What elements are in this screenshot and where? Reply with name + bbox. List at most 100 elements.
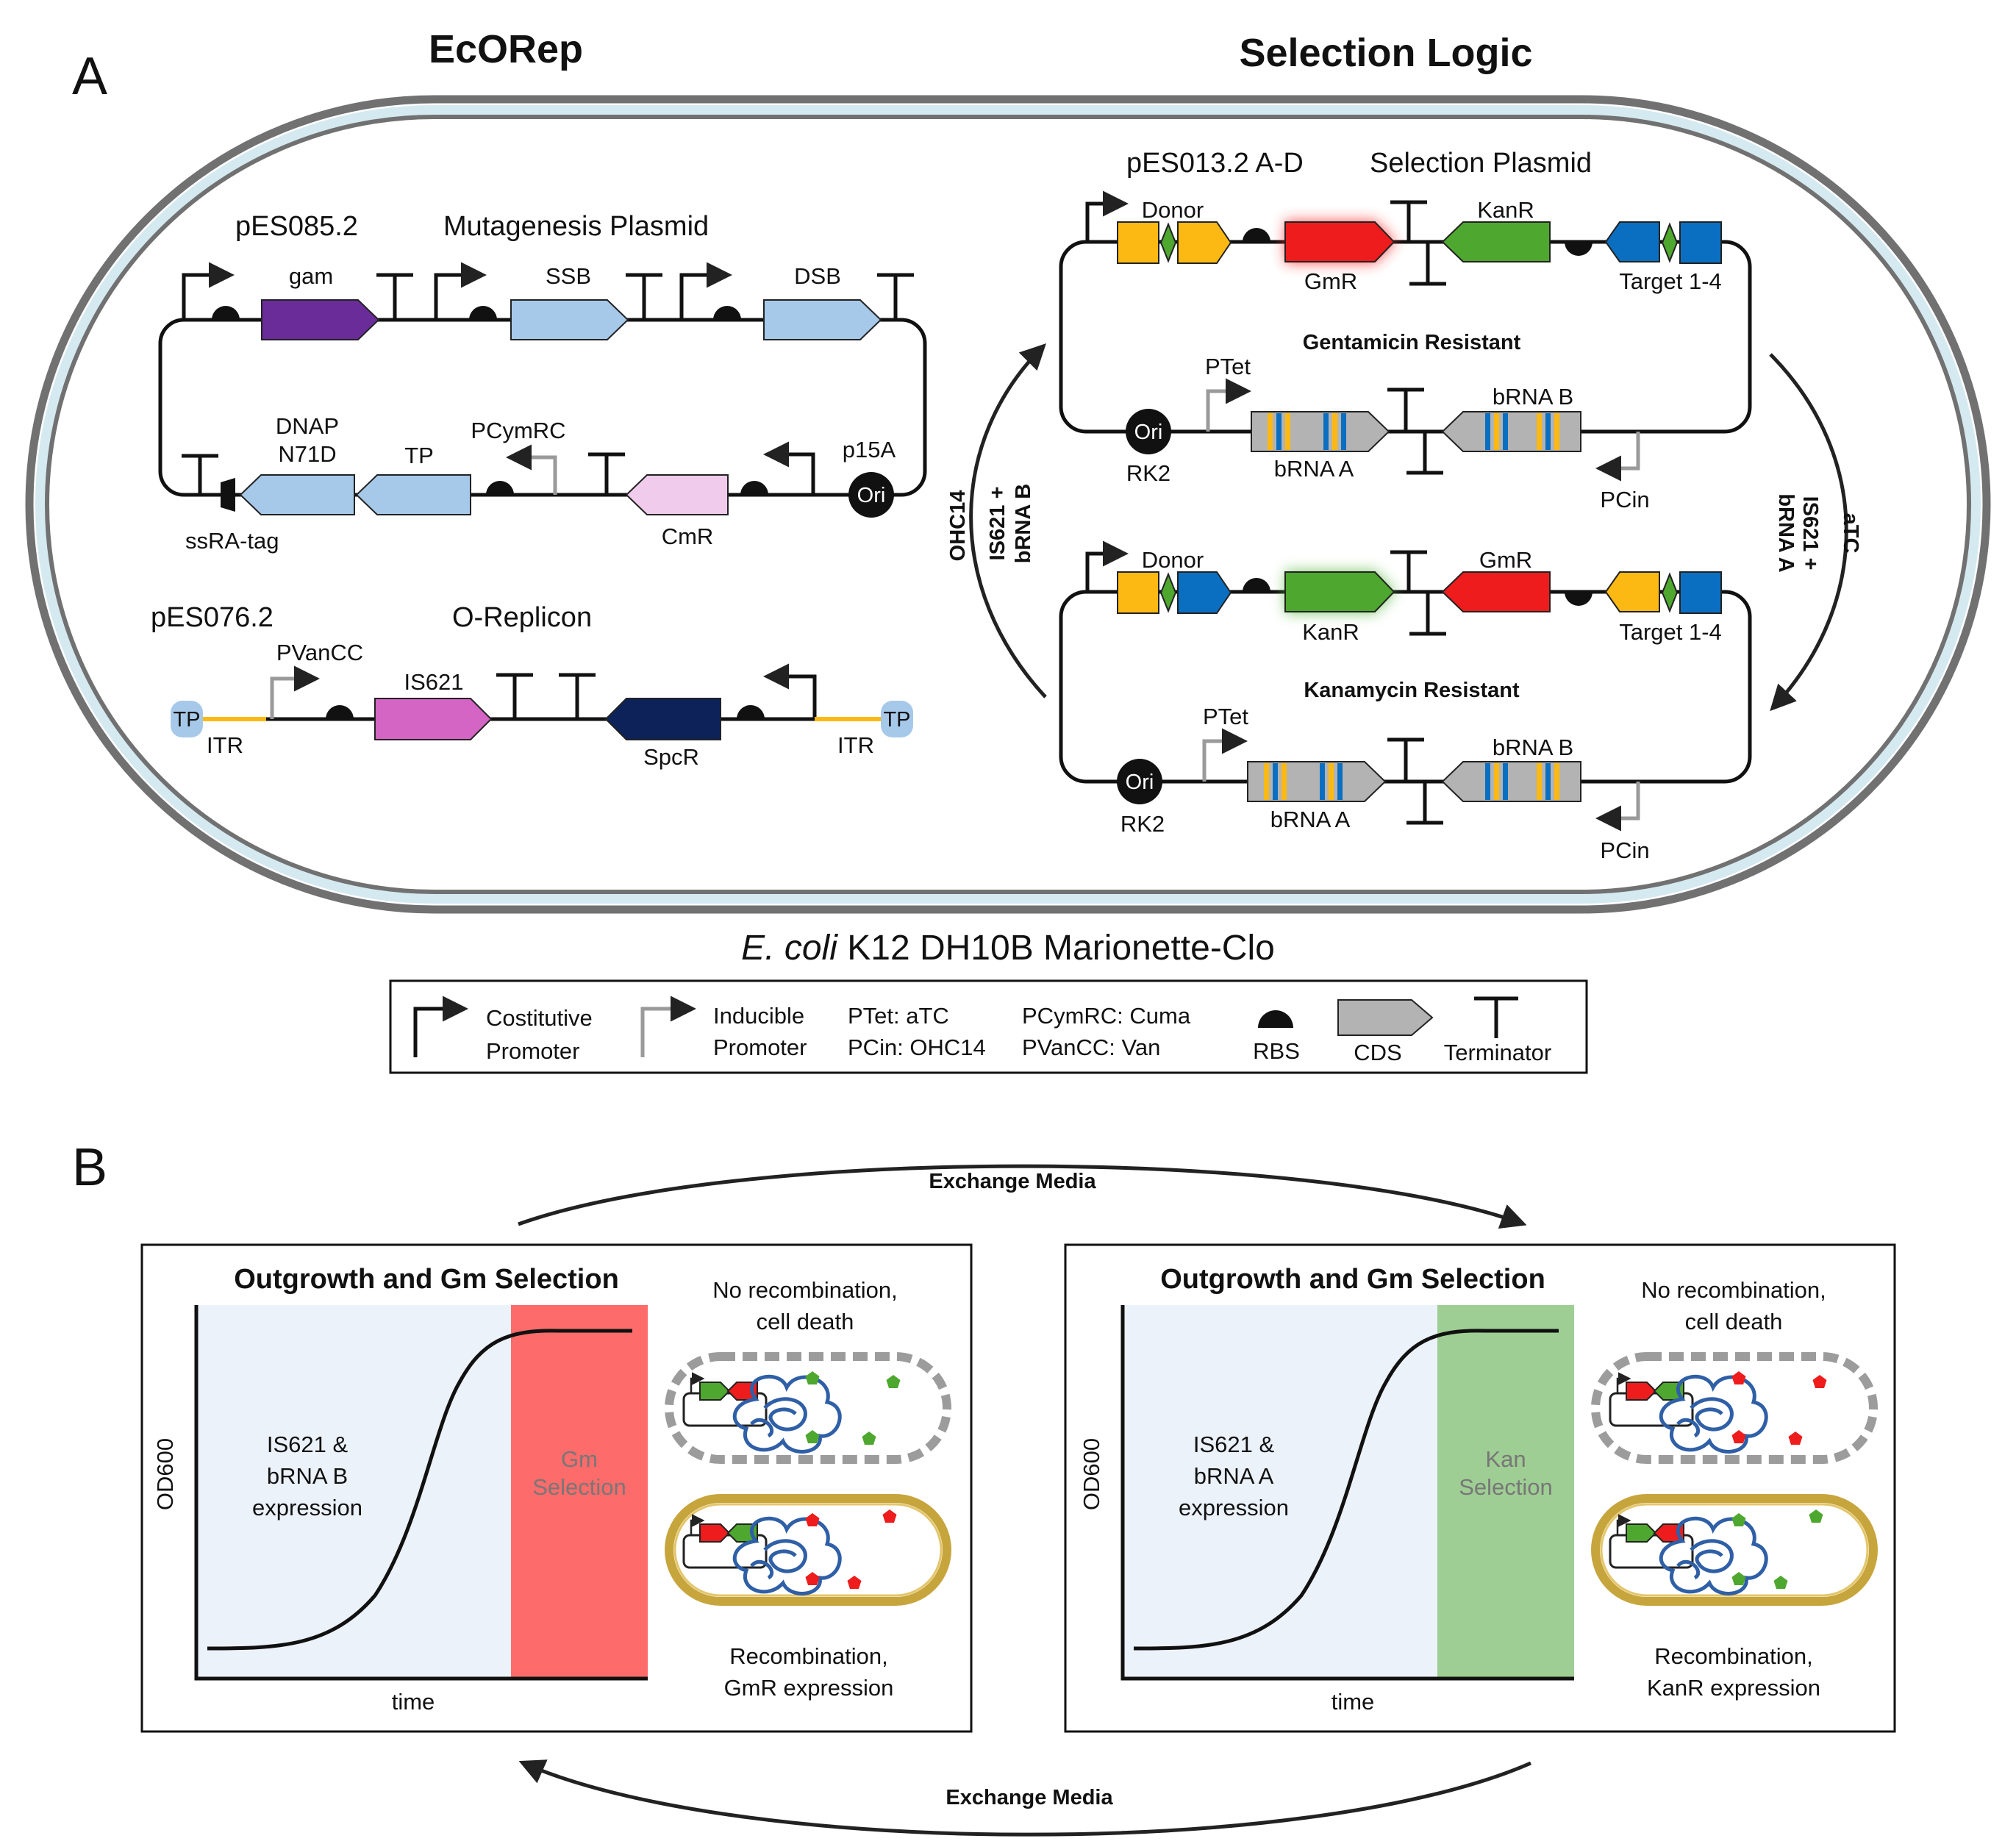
legend-constitutive-2: Promoter (486, 1038, 579, 1064)
cycle-right-3: bRNA A (1774, 493, 1798, 572)
promoter-pvancc (270, 665, 320, 719)
legend-constitutive-1: Costitutive (486, 1005, 593, 1031)
donor-half-bottom-1 (1117, 571, 1159, 614)
att-site-bottom-target (1661, 572, 1679, 613)
legend-inducible-promoter (640, 996, 696, 1057)
terminators-bottom (1390, 550, 1446, 636)
left-axes (194, 1305, 648, 1681)
right-expression-1: IS621 & (1193, 1432, 1275, 1457)
label-pcymrc: PCymRC (471, 418, 565, 443)
panel-label-b: B (72, 1138, 107, 1197)
rbs-dsb (713, 306, 741, 320)
left-ylabel: OD600 (152, 1438, 178, 1510)
brna-b-top (1441, 411, 1581, 452)
label-dnap-2: N71D (278, 441, 336, 467)
status-top: Gentamicin Resistant (1303, 331, 1521, 354)
promoter-bottom-donor (1085, 540, 1129, 592)
label-top-ptet: PTet (1205, 354, 1251, 379)
right-growth-curve (1133, 1329, 1559, 1651)
legend-constitutive-promoter (413, 996, 468, 1057)
label-top-donor: Donor (1142, 197, 1204, 223)
o-replicon: pES076.2 O-Replicon TP ITR PVanCC IS621 … (151, 602, 913, 770)
label-p15a: p15A (843, 437, 896, 462)
label-cmr: CmR (662, 523, 714, 549)
label-ssb: SSB (546, 263, 591, 289)
legend-inducible-2: Promoter (713, 1034, 807, 1060)
replicon-name: pES076.2 (151, 602, 274, 633)
target-half-bottom-1 (1604, 571, 1660, 612)
left-death-2: cell death (757, 1309, 854, 1334)
gene-spcr (604, 698, 721, 740)
legend-terminator: Terminator (1444, 1040, 1551, 1065)
label-tp-left: TP (173, 708, 200, 732)
brna-b-bottom (1441, 761, 1581, 802)
mutagenesis-plasmid-title: Mutagenesis Plasmid (443, 211, 709, 242)
label-spcr: SpcR (643, 744, 699, 770)
label-top-target: Target 1-4 (1619, 268, 1722, 294)
legend-pcymrc: PCymRC: Cuma (1022, 1003, 1191, 1029)
label-bottom-donor: Donor (1142, 547, 1204, 573)
legend-ptet: PTet: aTC (848, 1003, 949, 1029)
label-bottom-brna-a: bRNA A (1270, 807, 1351, 832)
ori-bottom (1117, 759, 1162, 804)
promoter-dsb (679, 262, 732, 320)
left-expression-3: expression (252, 1495, 362, 1520)
legend-inducible-1: Inducible (713, 1003, 804, 1029)
selection-plasmid-title: Selection Plasmid (1370, 148, 1592, 179)
exchange-bottom: Exchange Media (946, 1786, 1113, 1809)
chassis-label: E. coli K12 DH10B Marionette-Clo (741, 929, 1275, 968)
gene-bottom-gmr (1441, 571, 1551, 612)
exchange-arrow-bottom (518, 1759, 1531, 1837)
donor-half-top-2 (1177, 221, 1232, 264)
label-dnap-1: DNAP (276, 413, 339, 439)
brna-a-bottom (1247, 761, 1387, 802)
label-dsb: DSB (794, 263, 841, 289)
att-site-top-target (1661, 222, 1679, 263)
left-xlabel: time (392, 1689, 435, 1715)
target-half-top-2 (1679, 221, 1722, 264)
left-dead-cell (665, 1352, 951, 1464)
promoter-top-pcin (1595, 432, 1640, 482)
label-bottom-ptet: PTet (1203, 704, 1248, 729)
selection-plasmid-top: pES013.2 A-D Selection Plasmid Donor GmR… (1059, 148, 1752, 512)
right-expression-3: expression (1179, 1495, 1289, 1520)
right-ylabel: OD600 (1079, 1438, 1104, 1510)
promoter-top-donor (1085, 190, 1129, 242)
legend-rbs-shape (1258, 1010, 1293, 1028)
left-selection-region (511, 1305, 648, 1679)
cycle-right-2: IS621 + (1798, 496, 1822, 571)
cycle-arrow-right (1769, 353, 1848, 712)
label-top-gmr: GmR (1304, 268, 1357, 294)
label-is621: IS621 (404, 669, 463, 695)
rbs-tp (486, 481, 514, 495)
terminator-dnap (182, 454, 218, 495)
label-bottom-gmr: GmR (1479, 547, 1532, 573)
left-growth-curve (207, 1329, 632, 1651)
right-title: Outgrowth and Gm Selection (1160, 1264, 1545, 1295)
terminator-ssb (626, 273, 662, 320)
mutagenesis-plasmid-name: pES085.2 (235, 211, 358, 242)
right-recombination-1: Recombination, (1654, 1643, 1812, 1669)
exchange-arrow-top (518, 1164, 1527, 1229)
right-dead-cell (1591, 1352, 1878, 1464)
label-bottom-pcin: PCin (1600, 837, 1649, 863)
right-death-1: No recombination, (1641, 1277, 1826, 1303)
right-surviving-cell (1591, 1494, 1878, 1606)
legend: Costitutive Promoter Inducible Promoter … (389, 979, 1588, 1074)
ssra-tag-mark (221, 478, 235, 512)
left-selection-1: Gm (561, 1446, 598, 1472)
left-expression-2: bRNA B (267, 1463, 348, 1489)
cycle-left-1: OHC14 (946, 490, 970, 562)
label-bottom-target: Target 1-4 (1619, 619, 1722, 645)
label-top-pcin: PCin (1600, 487, 1649, 512)
gene-cmr (625, 474, 729, 515)
att-site-top-donor (1159, 222, 1177, 263)
rbs-is621 (326, 705, 354, 719)
label-ori-bottom: Ori (1126, 771, 1154, 794)
selection-logic-title: Selection Logic (1239, 31, 1532, 75)
label-tp: TP (404, 443, 434, 468)
chassis-strain: K12 DH10B Marionette-Clo (837, 929, 1275, 968)
rbs-bottom-gmr (1565, 592, 1593, 606)
rbs-gam (212, 306, 240, 320)
tp-cap-right (881, 701, 913, 737)
